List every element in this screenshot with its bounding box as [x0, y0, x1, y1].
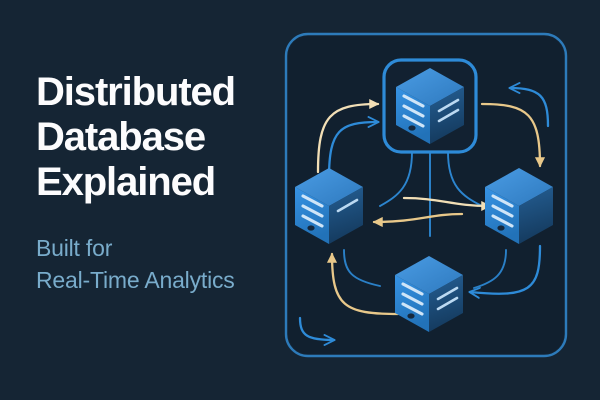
node-center[interactable] [396, 68, 464, 144]
node-left-led [307, 225, 315, 231]
conn-bottom-to-right-blue [470, 244, 542, 294]
conn-center-fan-left [379, 151, 413, 207]
conn-center-to-right-mid [402, 196, 492, 212]
conn-bottom-to-left-gold [326, 252, 400, 316]
node-right[interactable] [485, 168, 553, 244]
text-panel: Distributed Database Explained Built for… [0, 0, 285, 400]
node-center-side-slots [437, 98, 460, 123]
conn-right-to-outer-blue [510, 88, 550, 128]
page-title-line-2: Database [36, 115, 206, 159]
node-center-led [408, 125, 416, 131]
node-right-front-slots [491, 194, 514, 228]
conn-right-to-left-mid [372, 212, 464, 228]
node-bottom-led [407, 313, 415, 319]
node-bottom-side-slots [436, 286, 459, 311]
page-title-line-1: Distributed [36, 70, 236, 114]
frame-backing [288, 36, 564, 354]
page-title: Distributed Database Explained [36, 70, 286, 205]
page-subtitle: Built for Real-Time Analytics [36, 232, 296, 296]
conn-left-to-center-blue [327, 122, 378, 180]
conn-frame-bottom-blue [298, 316, 334, 340]
node-center-front-slots [402, 94, 425, 128]
page-title-line-3: Explained [36, 160, 216, 204]
conn-center-to-right-gold [480, 102, 546, 168]
node-left[interactable] [295, 168, 363, 244]
conn-center-fan-right [447, 151, 483, 207]
outer-frame [284, 32, 568, 358]
conn-left-to-center-gold [316, 98, 380, 174]
conn-left-uplink [343, 249, 381, 287]
node-left-side-slots [336, 198, 359, 213]
node-bottom[interactable] [395, 256, 463, 332]
architecture-diagram [278, 0, 600, 400]
node-left-front-slots [301, 194, 324, 228]
node-right-led [497, 225, 505, 231]
conn-right-downlink [473, 249, 507, 289]
node-bottom-front-slots [401, 282, 424, 316]
page-subtitle-line-1: Built for [36, 235, 113, 261]
page-subtitle-line-2: Real-Time Analytics [36, 267, 235, 293]
